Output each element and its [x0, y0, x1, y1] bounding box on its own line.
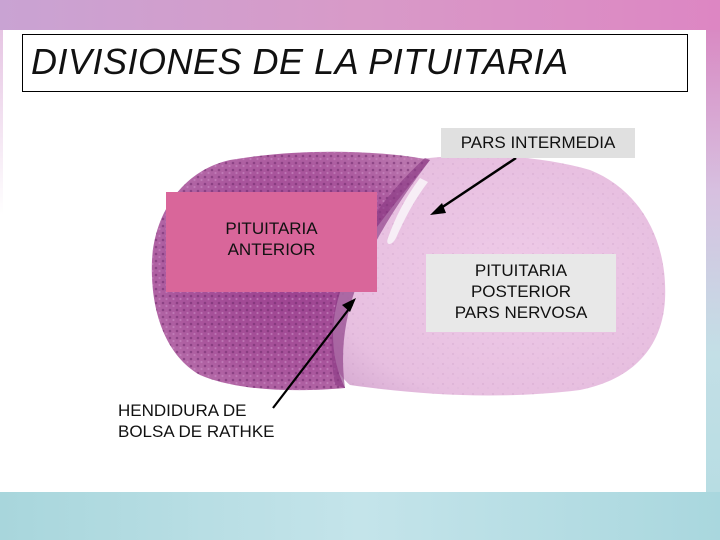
anterior-pituitary-label: PITUITARIA ANTERIOR	[166, 218, 377, 260]
bottom-decorative-band	[0, 492, 720, 540]
posterior-label-line2: POSTERIOR	[470, 282, 572, 301]
posterior-pituitary-label: PITUITARIA POSTERIOR PARS NERVOSA	[426, 260, 616, 323]
posterior-label-line1: PITUITARIA	[474, 261, 568, 280]
posterior-pituitary-label-box: PITUITARIA POSTERIOR PARS NERVOSA	[426, 254, 616, 332]
slide-title: DIVISIONES DE LA PITUITARIA	[31, 41, 569, 82]
title-box: DIVISIONES DE LA PITUITARIA	[22, 34, 688, 92]
anterior-label-line2: ANTERIOR	[227, 240, 316, 259]
posterior-label-line3: PARS NERVOSA	[454, 303, 588, 322]
pars-intermedia-arrow	[437, 156, 517, 212]
rathke-cleft	[387, 178, 428, 244]
left-decorative-strip	[0, 30, 3, 492]
hendidura-label-line2: BOLSA DE RATHKE	[118, 422, 275, 441]
anterior-pituitary-label-box: PITUITARIA ANTERIOR	[166, 192, 377, 292]
pars-intermedia-label: PARS INTERMEDIA	[441, 128, 635, 158]
top-decorative-band	[0, 0, 720, 30]
right-decorative-strip	[706, 30, 720, 492]
rathke-cleft-label: HENDIDURA DE BOLSA DE RATHKE	[118, 400, 275, 442]
hendidura-label-line1: HENDIDURA DE	[118, 401, 247, 420]
anterior-label-line1: PITUITARIA	[225, 219, 318, 238]
hendidura-arrow	[272, 304, 353, 409]
